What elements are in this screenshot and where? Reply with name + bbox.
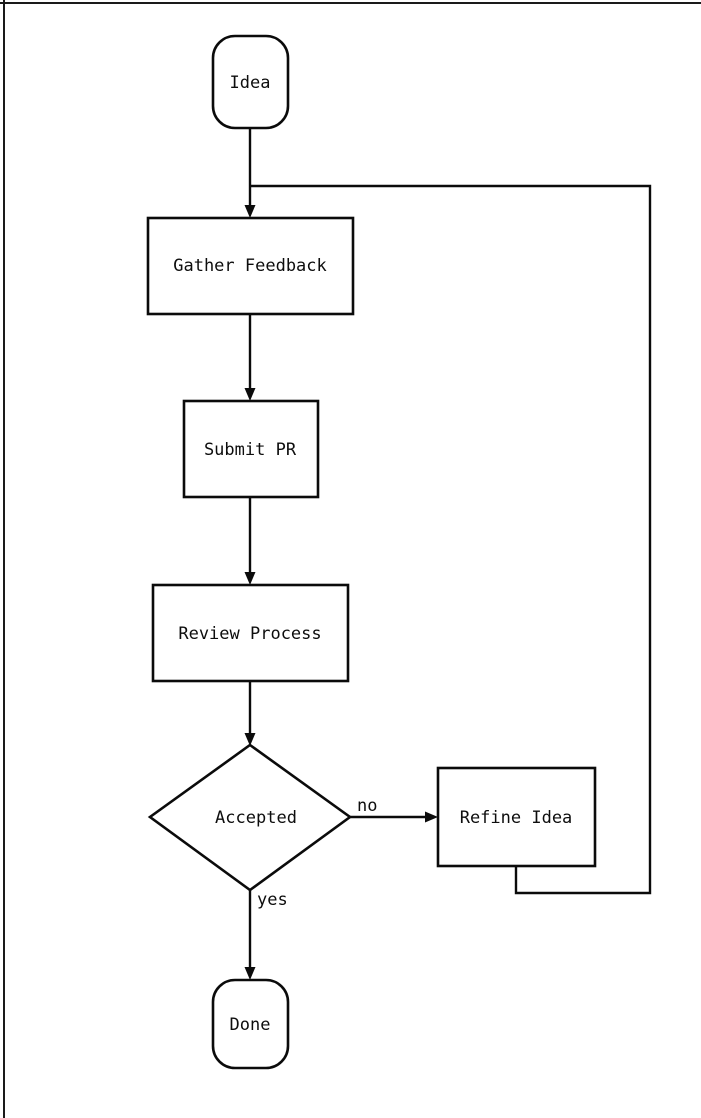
node-gather-feedback[interactable] xyxy=(146,216,355,316)
node-refine-idea[interactable] xyxy=(436,766,597,868)
edge-review-to-accepted xyxy=(244,681,256,746)
edge-gather-to-submit xyxy=(244,314,256,401)
node-label-accepted: Accepted xyxy=(215,808,297,828)
node-label-submit-pr: Submit PR xyxy=(203,440,297,460)
edge-accepted-to-done xyxy=(244,890,256,980)
edge-refine-to-gather xyxy=(250,184,652,895)
node-accepted[interactable] xyxy=(147,743,353,892)
edge-idea-to-gather xyxy=(244,128,256,218)
node-label-idea: Idea xyxy=(229,73,271,93)
edge-label-yes: yes xyxy=(257,890,288,910)
node-label-refine-idea: Refine Idea xyxy=(459,808,573,828)
node-submit-pr[interactable] xyxy=(182,399,320,499)
frame-border-left xyxy=(3,0,5,1118)
node-label-done: Done xyxy=(229,1015,271,1035)
node-label-review-process: Review Process xyxy=(178,624,322,644)
node-label-gather-feedback: Gather Feedback xyxy=(173,256,327,276)
node-review-process[interactable] xyxy=(151,583,350,683)
edge-submit-to-review xyxy=(244,497,256,585)
edge-accepted-to-refine xyxy=(350,811,438,823)
node-idea[interactable] xyxy=(211,34,290,130)
frame-border-top xyxy=(0,2,701,4)
edge-label-no: no xyxy=(357,796,378,816)
node-done[interactable] xyxy=(211,978,290,1070)
